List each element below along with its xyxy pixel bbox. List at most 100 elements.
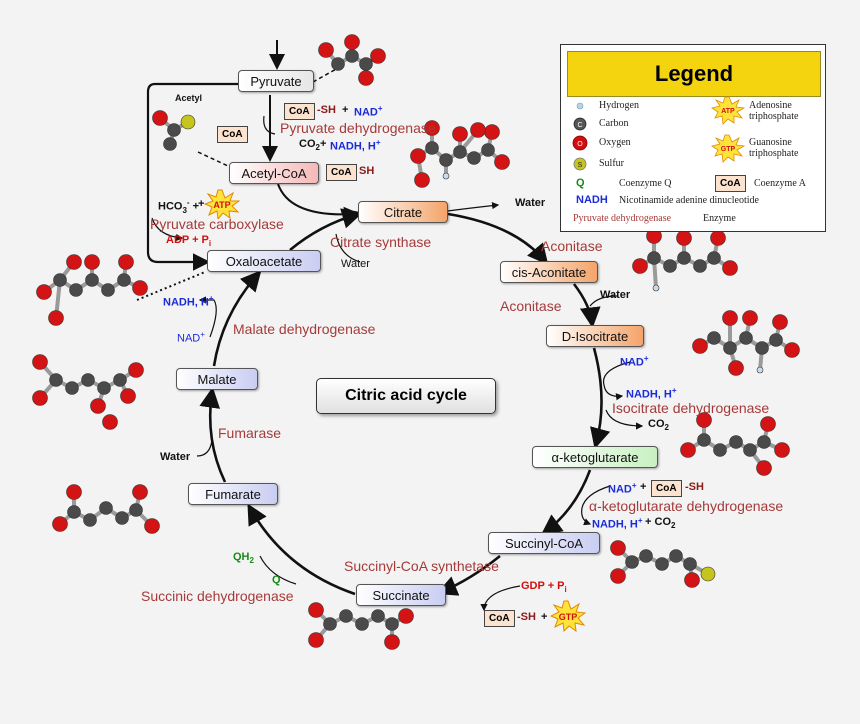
plus-scs: + xyxy=(541,611,548,623)
legend-atp-2: triphosphate xyxy=(749,111,799,122)
arrow-fumarate-to-malate xyxy=(199,386,227,483)
oxygen-atom-icon xyxy=(308,632,324,648)
carbon-atom-icon xyxy=(707,251,721,265)
legend-title: Legend xyxy=(567,51,821,97)
qh2-label: QH2 xyxy=(233,551,254,566)
enzyme-aconitase-2: Aconitase xyxy=(500,298,562,314)
oxygen-atom-icon xyxy=(610,540,626,556)
svg-text:ATP: ATP xyxy=(721,108,735,115)
carbon-atom-icon xyxy=(323,617,337,631)
carbon-atom-icon xyxy=(113,373,127,387)
oxygen-atom-icon xyxy=(692,338,708,354)
svg-text:S: S xyxy=(578,162,583,169)
svg-text:GTP: GTP xyxy=(559,612,578,622)
hydrogen-atom-icon xyxy=(756,366,764,374)
carbon-atom-icon xyxy=(467,151,481,165)
oxygen-atom-icon xyxy=(414,172,430,188)
enzyme-fumarase: Fumarase xyxy=(218,425,282,441)
oxygen-atom-icon xyxy=(358,70,374,86)
carbon-atom-icon xyxy=(85,273,99,287)
oxygen-atom-icon xyxy=(308,602,324,618)
oxygen-atom-icon xyxy=(384,634,400,650)
oxygen-atom-icon xyxy=(48,310,64,326)
acetyl-label: Acetyl xyxy=(175,93,203,103)
node-succinate: Succinate xyxy=(356,584,446,606)
water-fumarase: Water xyxy=(160,451,191,463)
oxygen-atom-icon xyxy=(152,110,168,126)
adp-pi-label: ADP + Pi xyxy=(166,234,212,249)
hco3-label: HCO3- + xyxy=(158,198,200,215)
carbon-atom-icon xyxy=(639,549,653,563)
carbon-atom-icon xyxy=(115,511,129,525)
oxygen-atom-icon xyxy=(424,120,440,136)
oxygen-atom-icon xyxy=(66,254,82,270)
svg-text:ATP: ATP xyxy=(213,200,230,210)
water-citrate-out: Water xyxy=(515,197,546,209)
carbon-atom-icon xyxy=(49,373,63,387)
carbon-atom-icon xyxy=(669,549,683,563)
oxygen-atom-icon xyxy=(398,608,414,624)
arrow-citrate-to-cisaconitate xyxy=(447,212,549,265)
oxygen-atom-icon xyxy=(90,398,106,414)
plus-pdh: + xyxy=(342,104,349,116)
carbon-atom-icon xyxy=(167,123,181,137)
legend-sulfur: Sulfur xyxy=(599,158,624,169)
oxygen-atom-icon xyxy=(370,48,386,64)
carbon-atom-icon xyxy=(743,443,757,457)
coa-box-scs: CoA xyxy=(484,610,515,627)
node-succinyl-coa: Succinyl-CoA xyxy=(488,532,600,554)
carbon-atom-icon xyxy=(481,143,495,157)
oxygen-atom-icon xyxy=(118,254,134,270)
nadh-icdh: NADH, H+ xyxy=(626,386,677,401)
node-malate: Malate xyxy=(176,368,258,390)
carbon-atom-icon xyxy=(359,57,373,71)
oxygen-atom-icon xyxy=(760,416,776,432)
oxygen-atom-icon xyxy=(84,254,100,270)
carbon-atom-icon xyxy=(83,513,97,527)
hydrogen-atom-icon xyxy=(652,284,660,292)
nad-pdh: NAD+ xyxy=(354,104,383,119)
gtp-starburst-icon: GTP xyxy=(550,600,586,632)
oxygen-atom-icon xyxy=(66,484,82,500)
enzyme-ketoglutarate-dehydrogenase: α-ketoglutarate dehydrogenase xyxy=(589,498,784,514)
oxygen-atom-icon xyxy=(344,34,360,50)
carbon-atom-icon xyxy=(677,251,691,265)
sh-label-citrate-synthase: SH xyxy=(359,165,375,177)
carbon-atom-icon xyxy=(163,137,177,151)
svg-text:GTP: GTP xyxy=(721,146,736,153)
carbon-atom-icon xyxy=(129,503,143,517)
carbon-atom-icon xyxy=(755,341,769,355)
enzyme-succinic-dehydrogenase: Succinic dehydrogenase xyxy=(141,588,294,604)
carbon-atom-icon xyxy=(53,273,67,287)
legend-q-symbol: Q xyxy=(576,177,585,189)
carbon-atom-icon xyxy=(453,145,467,159)
carbon-atom-icon xyxy=(573,117,587,131)
legend-coenzyme-a: Coenzyme A xyxy=(754,178,806,189)
oxygen-atom-icon xyxy=(784,342,800,358)
node-acetyl-coa: Acetyl-CoA xyxy=(229,162,319,184)
oxygen-atom-icon xyxy=(572,135,588,151)
carbon-atom-icon xyxy=(331,57,345,71)
coa-box-acetyl: CoA xyxy=(217,126,248,143)
carbon-atom-icon xyxy=(757,435,771,449)
nad-icdh: NAD+ xyxy=(620,354,649,369)
enzyme-citrate-synthase: Citrate synthase xyxy=(330,234,432,250)
oxygen-atom-icon xyxy=(410,148,426,164)
legend-coa-box: CoA xyxy=(715,175,746,192)
arrow-succinate-to-fumarate xyxy=(247,503,356,596)
legend-gtp-1: Guanosine xyxy=(749,137,792,148)
carbon-atom-icon xyxy=(69,283,83,297)
carbon-atom-icon xyxy=(81,373,95,387)
legend-oxygen: Oxygen xyxy=(599,137,631,148)
nadh-mdh: NADH, H+ xyxy=(163,294,214,309)
carbon-atom-icon xyxy=(339,609,353,623)
enzyme-aconitase-1: Aconitase xyxy=(541,238,603,254)
sulfur-atom-icon xyxy=(700,566,716,582)
legend-carbon: Carbon xyxy=(599,118,629,129)
carbon-atom-icon xyxy=(99,501,113,515)
carbon-atom-icon xyxy=(439,153,453,167)
nad-mdh: NAD+ xyxy=(177,330,205,345)
oxygen-atom-icon xyxy=(696,412,712,428)
legend-gtp-2: triphosphate xyxy=(749,148,799,159)
